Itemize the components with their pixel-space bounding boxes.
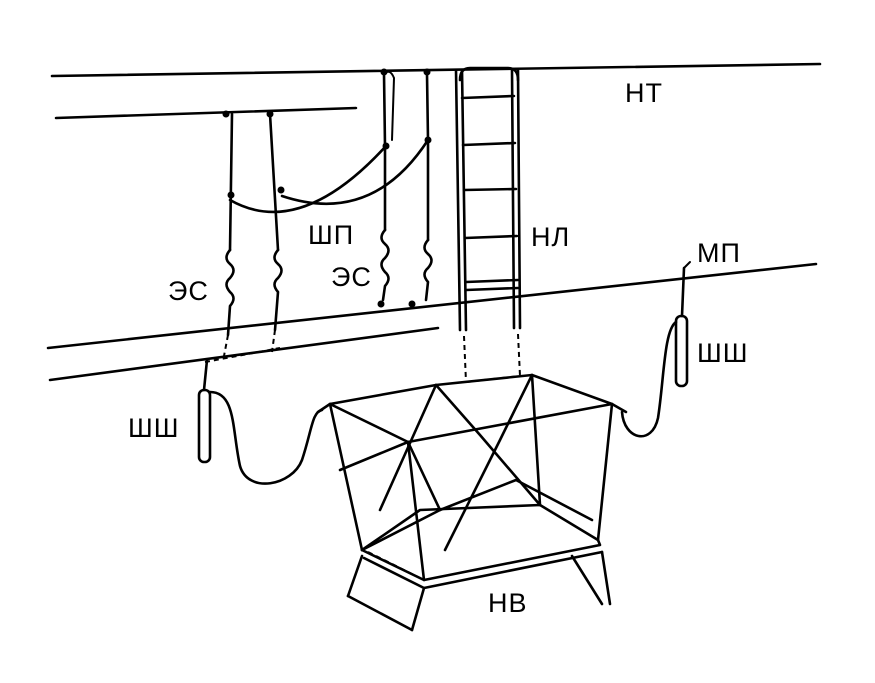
ladder-rail-right	[510, 68, 516, 330]
tower-brace	[338, 440, 410, 472]
right-droppers	[377, 68, 433, 308]
grounding-lead-right	[680, 266, 686, 318]
grounding-rod-right	[674, 314, 689, 388]
left-dropper-2-lower	[271, 329, 276, 353]
tower-top-frame	[328, 373, 614, 444]
right-dropper-2	[425, 72, 430, 242]
insulated-ladder-nl	[454, 66, 522, 383]
label-shsh-left: ШШ	[128, 413, 180, 443]
left-dropper-2	[268, 112, 280, 252]
tower-leg	[346, 554, 364, 598]
shunt-wire-shp-2	[280, 138, 430, 205]
tower-base-hatch	[367, 551, 421, 579]
right-dropper-1	[382, 72, 387, 232]
left-insulator-1	[225, 248, 235, 337]
label-es-left: ЭС	[168, 276, 209, 306]
tower-base-bottom	[362, 550, 604, 590]
mp-pointer	[683, 261, 691, 269]
dropper-clamp	[380, 68, 388, 76]
dropper-clamp	[423, 68, 431, 76]
label-nl: НЛ	[531, 222, 571, 252]
tower-leg	[570, 554, 604, 606]
tower-front-post	[406, 440, 426, 582]
label-nv: НВ	[488, 588, 528, 618]
tower-left-post	[328, 402, 364, 552]
ladder-rung	[464, 278, 520, 284]
rail-line-mp	[46, 262, 818, 350]
tower-leg	[600, 550, 612, 606]
grounding-cable-left	[197, 358, 324, 485]
shunt-connection-left	[204, 347, 281, 363]
left-insulator-2	[273, 248, 283, 332]
tower-leg	[346, 594, 414, 632]
label-nt: НТ	[625, 78, 663, 108]
grounding-cable-right	[620, 261, 691, 438]
left-dropper-1-lower	[223, 334, 229, 357]
dropper-clamp	[277, 186, 285, 194]
dropper-clamp	[222, 110, 230, 118]
ladder-hidden-left	[463, 335, 467, 383]
insulated-tower-nv	[316, 373, 628, 632]
tower-mid-frame	[360, 503, 600, 552]
right-insulator-1	[380, 228, 390, 302]
label-es-right: ЭС	[331, 262, 372, 292]
dropper-clamp	[377, 300, 385, 308]
ladder-rail-left-2	[460, 68, 468, 332]
dropper-clamp	[408, 300, 416, 308]
ladder-hook	[458, 66, 520, 82]
tower-brace	[434, 383, 542, 507]
overhead-wires	[46, 62, 822, 382]
left-droppers	[204, 110, 285, 363]
right-insulator-2	[423, 238, 433, 302]
grounding-rod-left	[197, 388, 212, 464]
dropper-clamp	[227, 191, 235, 199]
grounding-lead-left	[202, 358, 209, 392]
ladder-rail-right-2	[516, 68, 522, 330]
grounding-cable-right-curve	[620, 320, 678, 438]
shunt-wire-shp	[228, 144, 388, 214]
tower-right-post	[596, 402, 614, 542]
label-shp: ШП	[308, 220, 355, 250]
tower-leg	[410, 586, 426, 632]
ladder-hidden-right	[517, 333, 521, 377]
contact-wire-nt	[50, 62, 822, 78]
tower-back-post	[530, 373, 542, 507]
ladder-rung	[464, 286, 520, 292]
tower-brace	[443, 373, 534, 552]
tower-brace	[378, 383, 438, 512]
tower-brace	[360, 508, 442, 552]
dropper-clamp	[266, 110, 274, 118]
ladder-rung	[461, 141, 517, 147]
left-dropper-1	[228, 112, 234, 252]
ladder-rung	[462, 187, 518, 192]
ladder-rail-left	[454, 68, 462, 332]
grounding-cable-left-curve	[208, 390, 324, 485]
label-shsh-right: ШШ	[697, 338, 749, 368]
ladder-rung	[460, 94, 516, 100]
tower-brace	[406, 440, 594, 522]
label-mp: МП	[697, 238, 741, 268]
ladder-rung	[463, 234, 519, 240]
upper-wire-short	[54, 106, 358, 120]
